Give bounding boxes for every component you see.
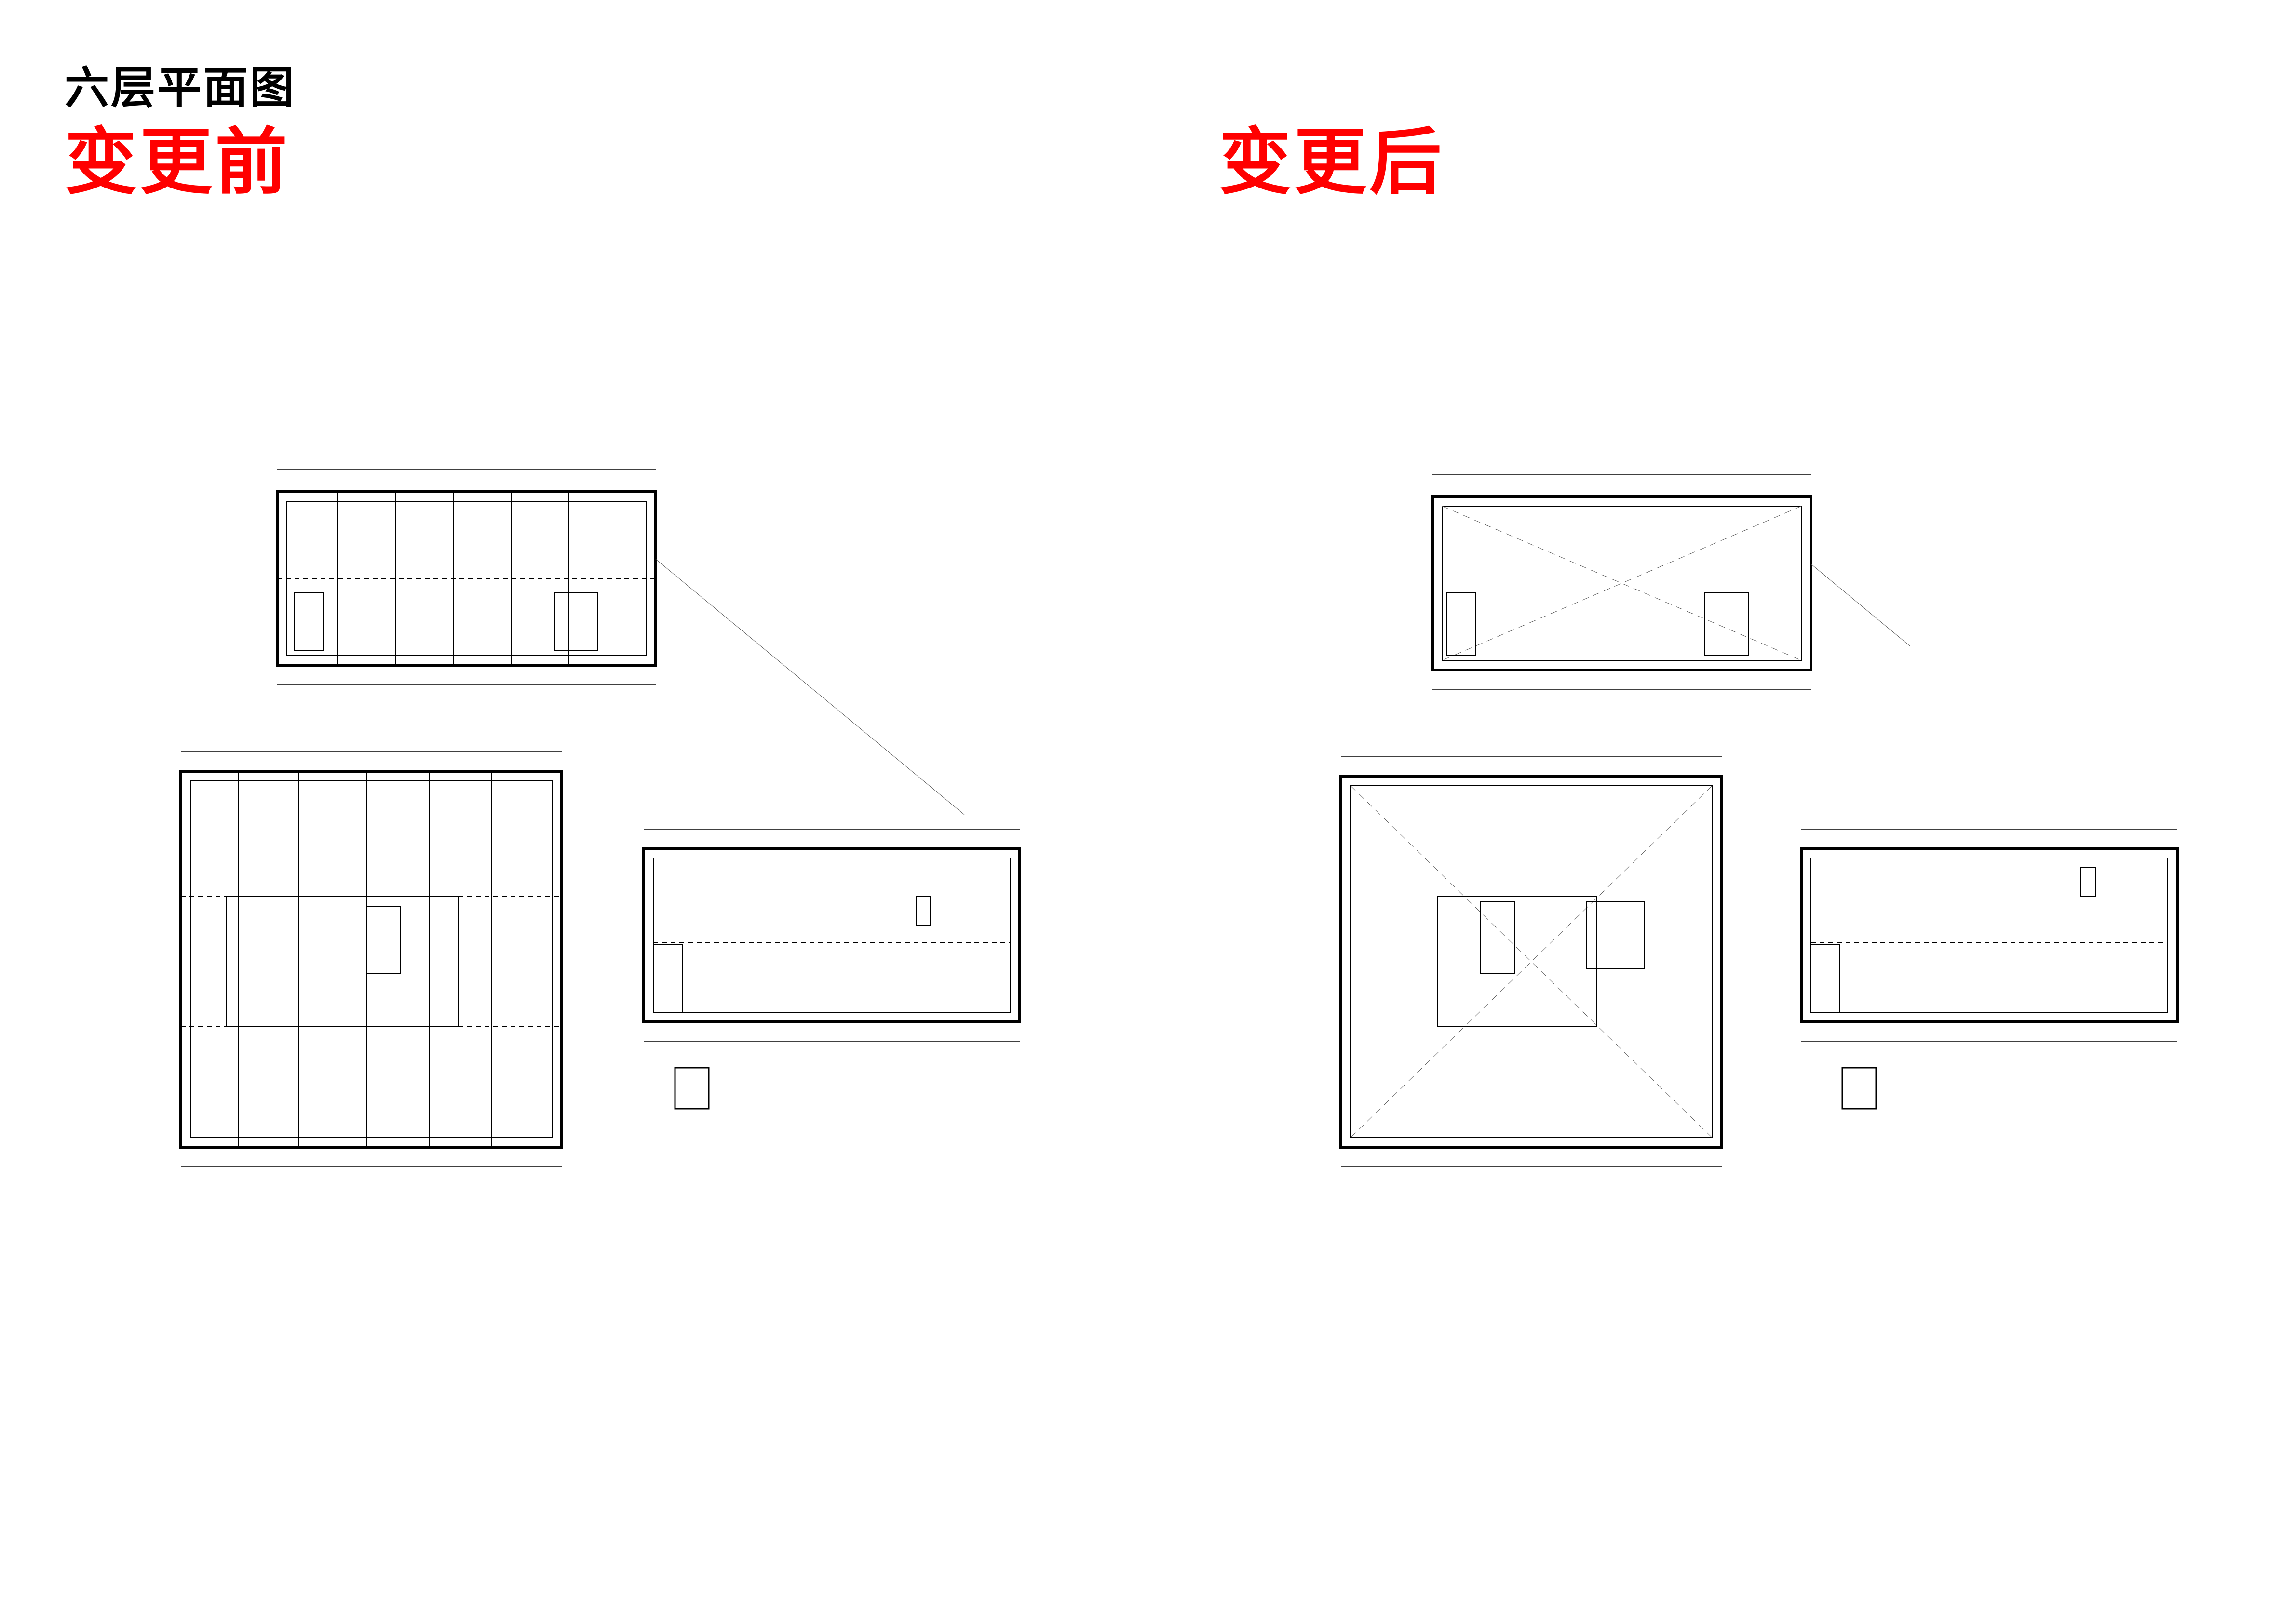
after-roof-plan-inner xyxy=(1810,858,2168,1013)
after-label: 变更后 xyxy=(1219,121,1445,204)
before-upper-stair-core xyxy=(294,592,324,651)
before-upper-service-core xyxy=(554,592,598,651)
before-drawing-svg xyxy=(179,469,1021,1167)
after-lower-plan-outline xyxy=(1339,775,1723,1149)
after-upper-stair-core xyxy=(1446,592,1476,656)
before-roof-exit-box xyxy=(674,1067,710,1110)
after-roof-hatch xyxy=(2080,867,2096,897)
before-lower-plan-outline xyxy=(179,770,563,1149)
after-lower-plan-inner xyxy=(1350,785,1713,1138)
page-title: 六层平面图 xyxy=(65,62,297,114)
before-lower-stair xyxy=(366,906,401,974)
after-upper-service-core xyxy=(1704,592,1749,656)
before-roof-stair xyxy=(653,944,683,1013)
after-upper-plan-outline xyxy=(1431,495,1812,671)
before-lower-plan-inner xyxy=(190,780,553,1138)
before-roof-plan-inner xyxy=(653,858,1011,1013)
after-roof-plan-outline xyxy=(1800,847,2179,1023)
after-lower-stair xyxy=(1480,901,1515,974)
after-roof-exit-box xyxy=(1841,1067,1877,1110)
after-lower-toilet-block xyxy=(1586,901,1645,969)
after-roof-stair xyxy=(1810,944,1840,1013)
after-lower-core xyxy=(1437,896,1597,1027)
before-lower-core xyxy=(226,896,459,1027)
after-plans xyxy=(1148,0,2296,1623)
before-roof-plan-outline xyxy=(642,847,1021,1023)
before-label: 变更前 xyxy=(65,121,291,204)
after-drawing-svg xyxy=(1339,474,2179,1167)
before-plans xyxy=(179,469,1021,1167)
after-upper-plan-inner xyxy=(1442,506,1802,661)
before-roof-hatch xyxy=(916,896,931,926)
